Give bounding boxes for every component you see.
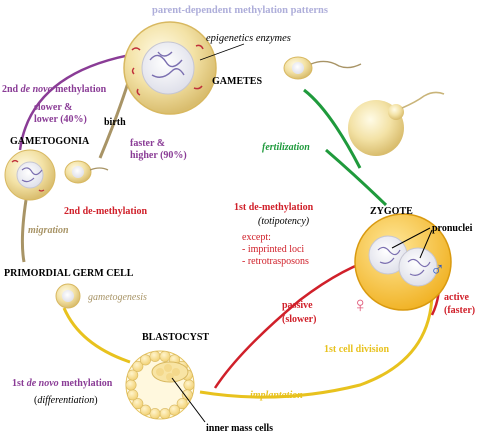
title-label: parent-dependent methylation patterns	[152, 5, 328, 16]
inner-mass-pointer	[171, 377, 206, 423]
faster-label-line1: faster &	[130, 138, 165, 149]
arrow-gametes-to-fertilization	[303, 88, 362, 169]
blastocyst-trophoblast-ring	[125, 350, 195, 420]
demethylation1-label: 1st de-methylation	[234, 202, 314, 213]
slower-label-line1: slower &	[34, 102, 72, 113]
slower-label-line2: lower (40%)	[34, 114, 87, 125]
gametogonia-label: GAMETOGONIA	[10, 136, 90, 147]
blastocyst-label: BLASTOCYST	[142, 332, 209, 343]
celldivision-label: 1st cell division	[324, 344, 389, 355]
epigenetics-label: epigenetics enzymes	[206, 33, 291, 44]
epigenetics-pointer	[199, 43, 245, 61]
trophoblast-cell	[140, 354, 152, 366]
trophoblast-cell	[149, 408, 161, 420]
active-label-line1: active	[444, 292, 470, 303]
trophoblast-cell	[140, 404, 152, 416]
zygote-label: ZYGOTE	[370, 206, 413, 217]
gametes-label: GAMETES	[212, 76, 262, 87]
trophoblast-cell	[183, 379, 195, 391]
demethylation2-label: 2nd de-methylation	[64, 206, 148, 217]
male-symbol: ♂	[430, 259, 445, 281]
gametogenesis-label: gametogenesis	[88, 292, 147, 303]
pronuclei-pointer-1	[391, 227, 431, 249]
trophoblast-cell	[176, 398, 188, 410]
egg-with-sperm	[348, 91, 445, 156]
active-label-line2: (faster)	[444, 305, 475, 316]
trophoblast-cell	[181, 389, 193, 401]
implantation-label: implantation	[250, 390, 303, 401]
arrow-fertilization-to-zygote	[325, 148, 388, 207]
arrow-zygote-to-blastocyst	[199, 294, 434, 399]
trophoblast-cell	[159, 350, 171, 362]
arrow-gametogonia-to-gametes-purple	[18, 53, 131, 151]
trophoblast-cell	[127, 369, 139, 381]
pgc-label: PRIMORDIAL GERM CELL	[4, 268, 134, 279]
pronuclei-label: pronuclei	[432, 223, 473, 234]
faster-label-line2: higher (90%)	[130, 150, 187, 161]
pronuclei-pointer-2	[419, 229, 433, 259]
gamete-cell-large	[123, 21, 217, 115]
birth-label: birth	[104, 117, 126, 128]
imprinted-label: - imprinted loci	[242, 244, 304, 255]
differentiation-label: (differentiation)	[34, 395, 98, 406]
trophoblast-cell	[169, 404, 181, 416]
totipotency-label: (totipotency)	[258, 216, 310, 227]
denovo2-label: 2nd de novo methylation	[2, 84, 107, 95]
innermass-label: inner mass cells	[206, 423, 273, 434]
female-symbol: ♀	[352, 292, 369, 317]
trophoblast-cell	[127, 389, 139, 401]
sperm-small-top	[283, 56, 362, 80]
migration-label: migration	[28, 225, 69, 236]
fertilization-label: fertilization	[262, 142, 310, 153]
except-label: except:	[242, 232, 271, 243]
blastocyst-cell	[125, 350, 195, 420]
arrow-pgc-to-blastocyst	[62, 307, 131, 364]
denovo1-label: 1st de novo methylation	[12, 378, 113, 389]
gametogonia-cell-small	[64, 160, 109, 184]
trophoblast-cell	[159, 408, 171, 420]
trophoblast-cell	[125, 379, 137, 391]
passive-label-line1: passive	[282, 300, 313, 311]
arrow-migration	[20, 199, 28, 263]
primordial-germ-cell	[55, 283, 81, 309]
passive-label-line2: (slower)	[282, 314, 316, 325]
trophoblast-cell	[149, 350, 161, 362]
gametogonia-cell-large	[4, 149, 56, 201]
retro-label: - retrotrasposons	[242, 256, 309, 267]
trophoblast-cell	[132, 398, 144, 410]
zygote-cell	[354, 213, 452, 311]
trophoblast-cell	[132, 360, 144, 372]
